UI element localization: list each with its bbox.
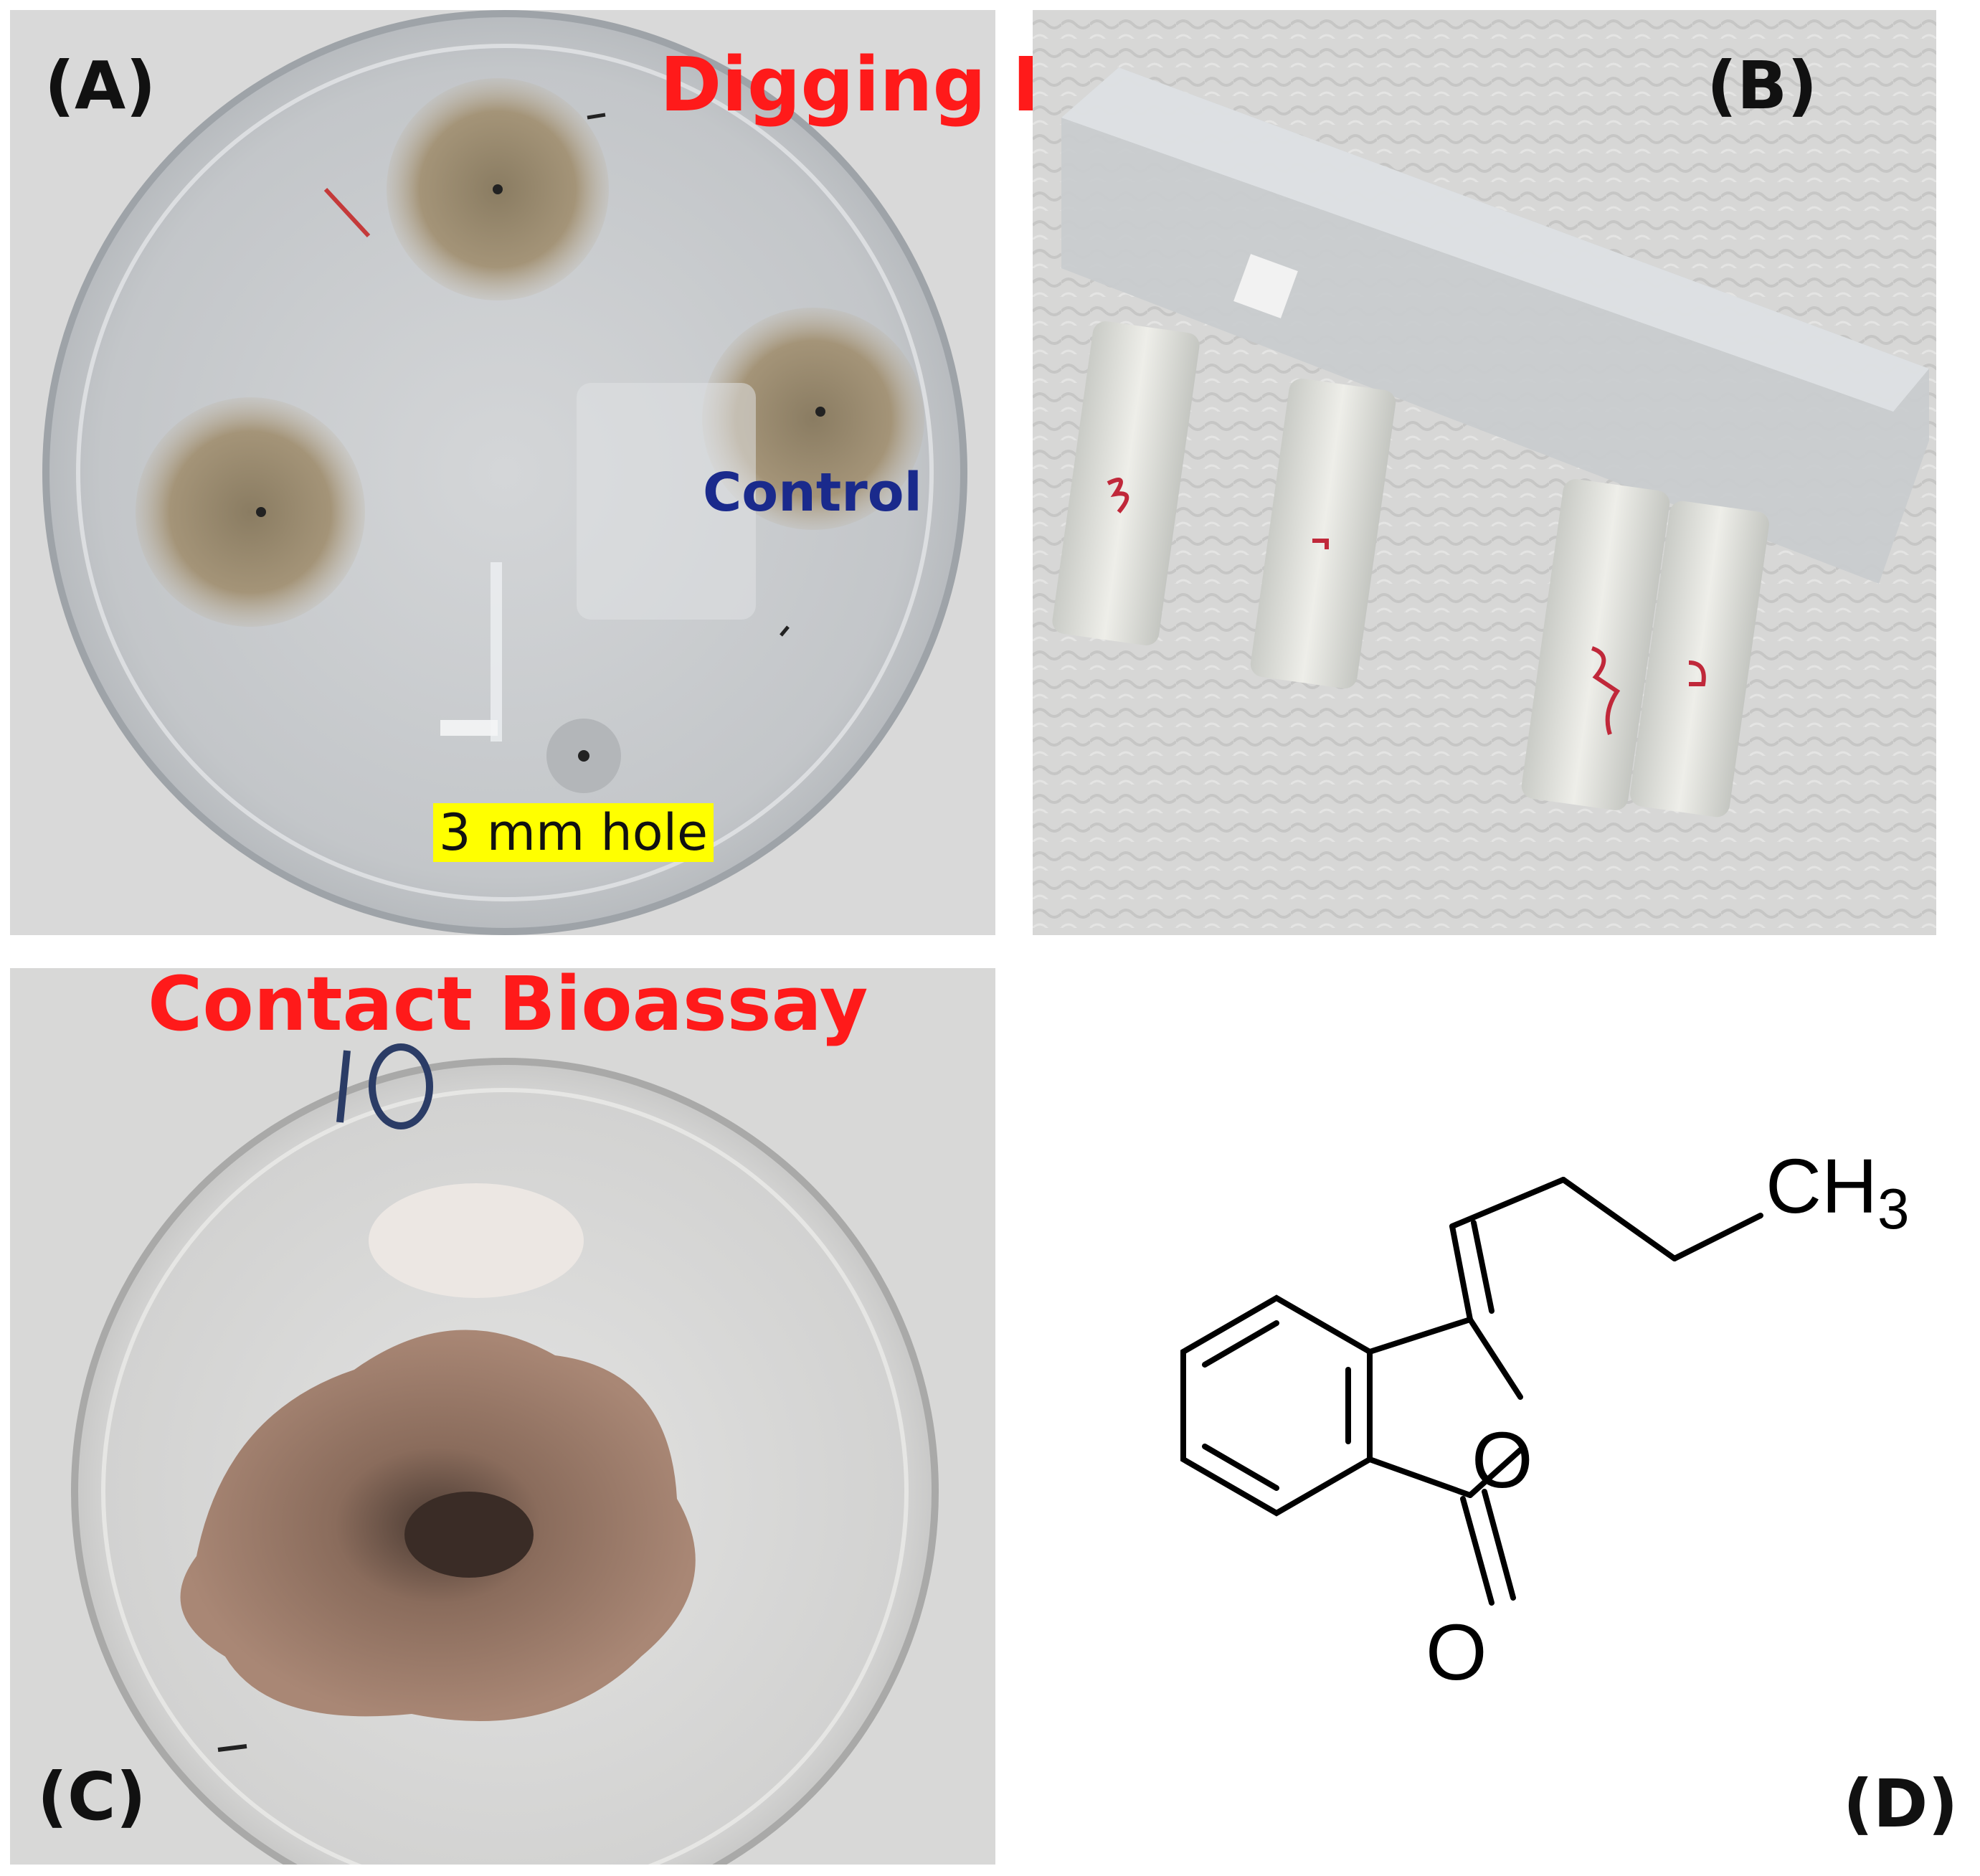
panel-a-photo: [10, 10, 995, 935]
tube-1: [1052, 321, 1200, 645]
control-label: Control: [703, 462, 922, 524]
methyl-text: CH: [1766, 1142, 1877, 1229]
hole-size-label: 3 mm hole: [433, 803, 714, 862]
panel-b-label: (B): [1707, 47, 1818, 124]
contact-bioassay-title: Contact Bioassay: [148, 960, 868, 1048]
methyl-subscript: 3: [1877, 1177, 1910, 1241]
panel-b-photo: [1033, 10, 1936, 935]
sand-spot-right: [702, 308, 924, 530]
tube-2: [1250, 378, 1396, 689]
panel-a-label: (A): [44, 47, 156, 124]
tube-3: [1521, 479, 1670, 810]
sand-spot-left: [136, 397, 365, 627]
tube-4: [1630, 501, 1769, 818]
carbonyl-oxygen-label: O: [1426, 1609, 1487, 1697]
panel-c-photo: [10, 968, 995, 1865]
panel-c-label: (C): [37, 1758, 146, 1835]
ring-oxygen-label: O: [1472, 1416, 1533, 1505]
benzene-ring: [1180, 1294, 1373, 1517]
butylidenephthalide-structure: [1033, 968, 1958, 1865]
methyl-label: CH3: [1766, 1147, 1910, 1238]
panel-d-label: (D): [1843, 1766, 1958, 1842]
